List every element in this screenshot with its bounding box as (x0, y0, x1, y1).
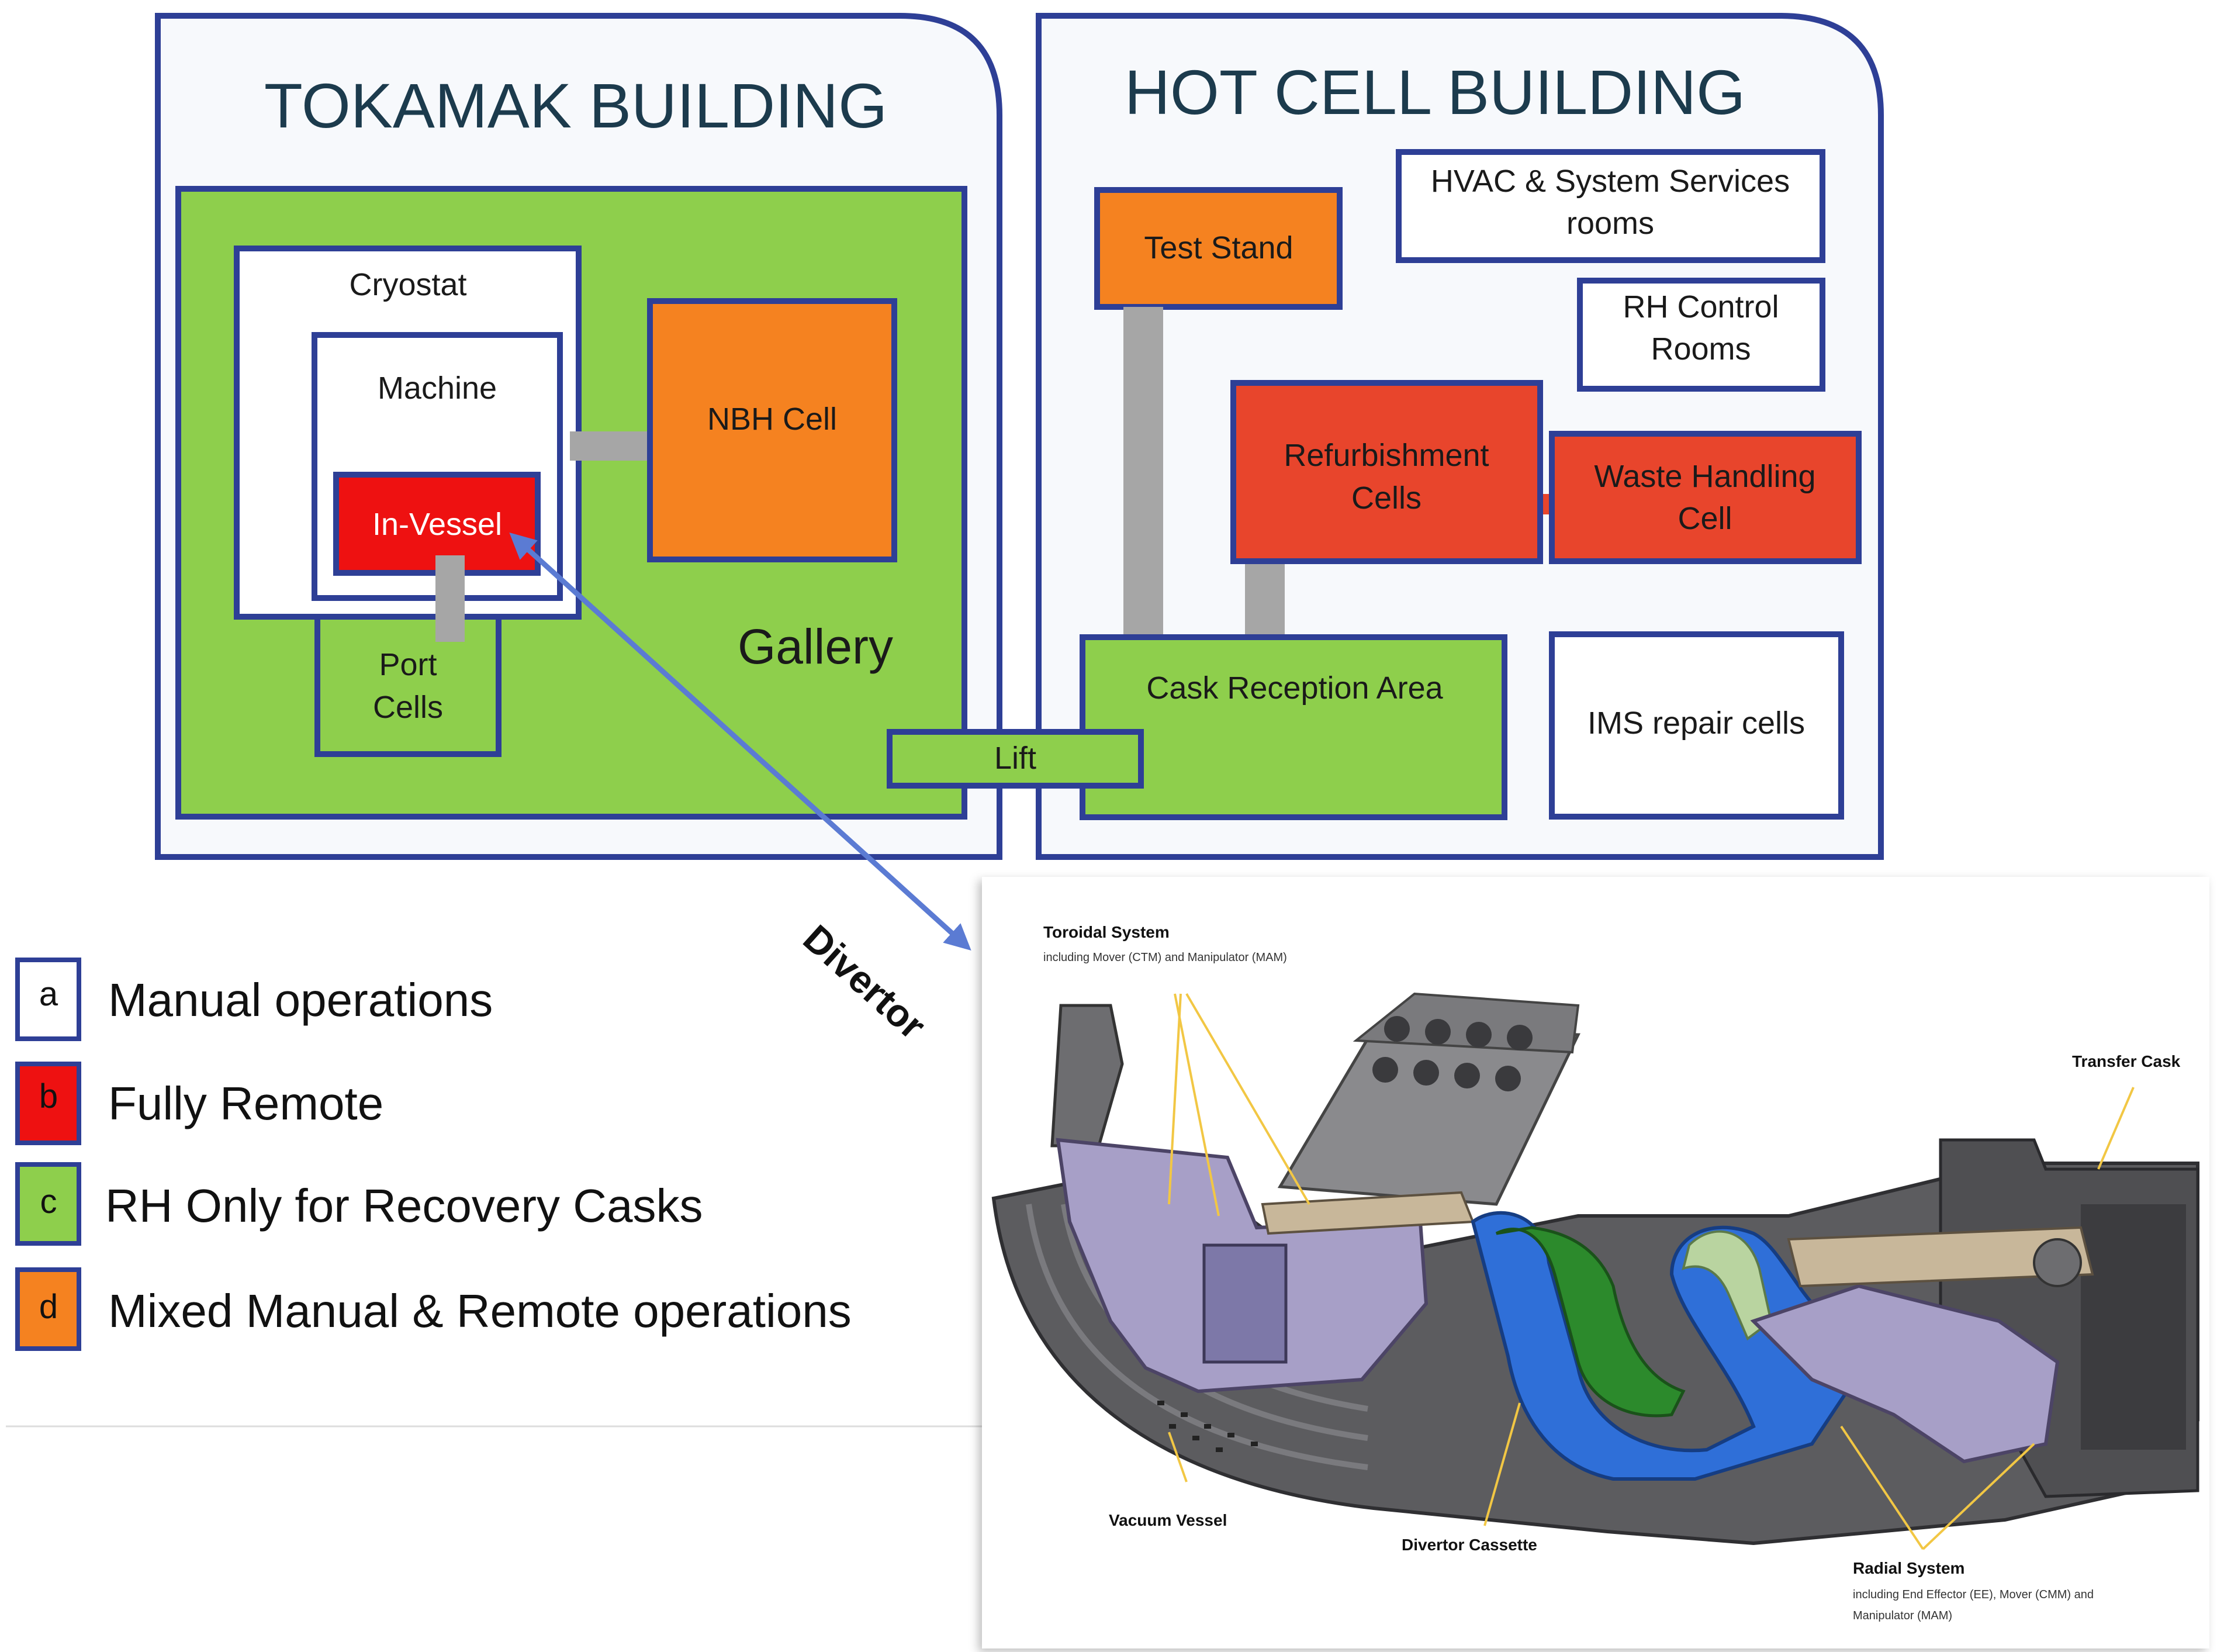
nbh-cell-box (647, 298, 897, 562)
refurb-cask-connector (1245, 560, 1285, 642)
toroidal-box (1202, 1243, 1288, 1364)
refurbishment-label-line1: Refurbishment (1284, 438, 1489, 473)
ims-repair-cells-box (1549, 631, 1844, 820)
legend-key-c: c (40, 1183, 57, 1221)
cryostat-label: Cryostat (349, 267, 466, 302)
ims-label: IMS repair cells (1587, 706, 1805, 741)
machine-label: Machine (378, 371, 497, 406)
legend-item-b: b Fully Remote (15, 1062, 383, 1145)
radial-system-arm (1787, 1226, 2094, 1288)
legend-label-a: Manual operations (108, 974, 493, 1026)
port-cells-label-line1: Port (379, 647, 437, 682)
test-stand-label: Test Stand (1144, 230, 1293, 265)
hvac-rooms-box (1396, 149, 1825, 263)
legend-key-d: d (39, 1288, 58, 1326)
cask-reception-label: Cask Reception Area (1146, 671, 1443, 706)
toroidal-system-sub: including Mover (CTM) and Manipulator (M… (1043, 951, 1287, 964)
divertor-arrow-label: Divertor (796, 916, 935, 1047)
transfer-cask-slot (2081, 1204, 2186, 1450)
legend-item-d: d Mixed Manual & Remote operations (15, 1267, 852, 1351)
legend: a Manual operations b Fully Remote c RH … (6, 958, 982, 1428)
divertor-cassette-pale (1682, 1230, 1773, 1341)
hot-cell-building: HOT CELL BUILDING HVAC & System Services… (1036, 13, 1884, 860)
rh-control-label-line2: Rooms (1651, 331, 1751, 367)
in-vessel-port-connector (435, 555, 465, 642)
legend-swatch-b (15, 1062, 81, 1145)
radial-system-body (1750, 1284, 2060, 1464)
radial-system-sub2: Manipulator (MAM) (1853, 1609, 1952, 1622)
legend-swatch-a (15, 958, 81, 1041)
cad-render: Toroidal System including Mover (CTM) an… (982, 877, 2209, 1648)
in-vessel-label: In-Vessel (372, 507, 502, 542)
toroidal-frame-left (1050, 1004, 1124, 1148)
toroidal-system-title: Toroidal System (1043, 923, 1170, 941)
port-cells-label-line2: Cells (373, 690, 443, 725)
divertor-arrow (509, 532, 971, 951)
port-cells-box (314, 614, 501, 757)
legend-item-a: a Manual operations (15, 958, 493, 1041)
legend-label-c: RH Only for Recovery Casks (105, 1180, 703, 1232)
nbh-cell-label: NBH Cell (707, 402, 837, 437)
waste-label-line2: Cell (1678, 501, 1732, 536)
waste-handling-cell-box (1549, 431, 1862, 564)
rh-control-rooms-box (1577, 278, 1825, 392)
divertor-cassette-label: Divertor Cassette (1402, 1536, 1537, 1554)
hvac-label-line2: rooms (1566, 206, 1654, 241)
legend-item-c: c RH Only for Recovery Casks (15, 1162, 703, 1246)
transfer-cask-label: Transfer Cask (2072, 1052, 2181, 1070)
legend-label-d: Mixed Manual & Remote operations (108, 1285, 852, 1337)
legend-swatch-d (15, 1267, 81, 1351)
tokamak-building: TOKAMAK BUILDING Gallery Cryostat Machin… (155, 13, 1002, 860)
hvac-label-line1: HVAC & System Services (1431, 164, 1790, 199)
refurbishment-cells-box (1230, 380, 1543, 564)
divertor-cassette-green (1495, 1226, 1686, 1418)
teststand-cask-connector (1123, 307, 1163, 641)
hot-cell-building-title: HOT CELL BUILDING (1125, 57, 1745, 127)
cad-leader-lines (1168, 993, 2135, 1550)
radial-joint (2033, 1238, 2082, 1287)
tokamak-building-title: TOKAMAK BUILDING (264, 70, 887, 141)
legend-key-a: a (39, 975, 58, 1013)
radial-system-sub1: including End Effector (EE), Mover (CMM)… (1853, 1588, 2094, 1601)
refurbishment-label-line2: Cells (1351, 481, 1421, 516)
legend-key-b: b (39, 1077, 58, 1115)
top-grid-bolts (1372, 1016, 1533, 1091)
legend-label-b: Fully Remote (108, 1077, 383, 1129)
lift: Lift (887, 729, 1144, 789)
vacuum-vessel-label: Vacuum Vessel (1109, 1511, 1227, 1529)
gallery-label: Gallery (738, 619, 893, 674)
rh-control-label-line1: RH Control (1623, 289, 1779, 324)
cask-reception-area-box (1080, 634, 1507, 820)
machine-nbh-connector (570, 431, 660, 461)
vacuum-vessel-dots (1157, 1401, 1258, 1452)
legend-swatch-c (15, 1162, 81, 1246)
waste-label-line1: Waste Handling (1594, 459, 1815, 494)
radial-system-title: Radial System (1853, 1559, 1964, 1577)
lift-label: Lift (994, 741, 1036, 776)
test-stand-box (1094, 187, 1343, 310)
